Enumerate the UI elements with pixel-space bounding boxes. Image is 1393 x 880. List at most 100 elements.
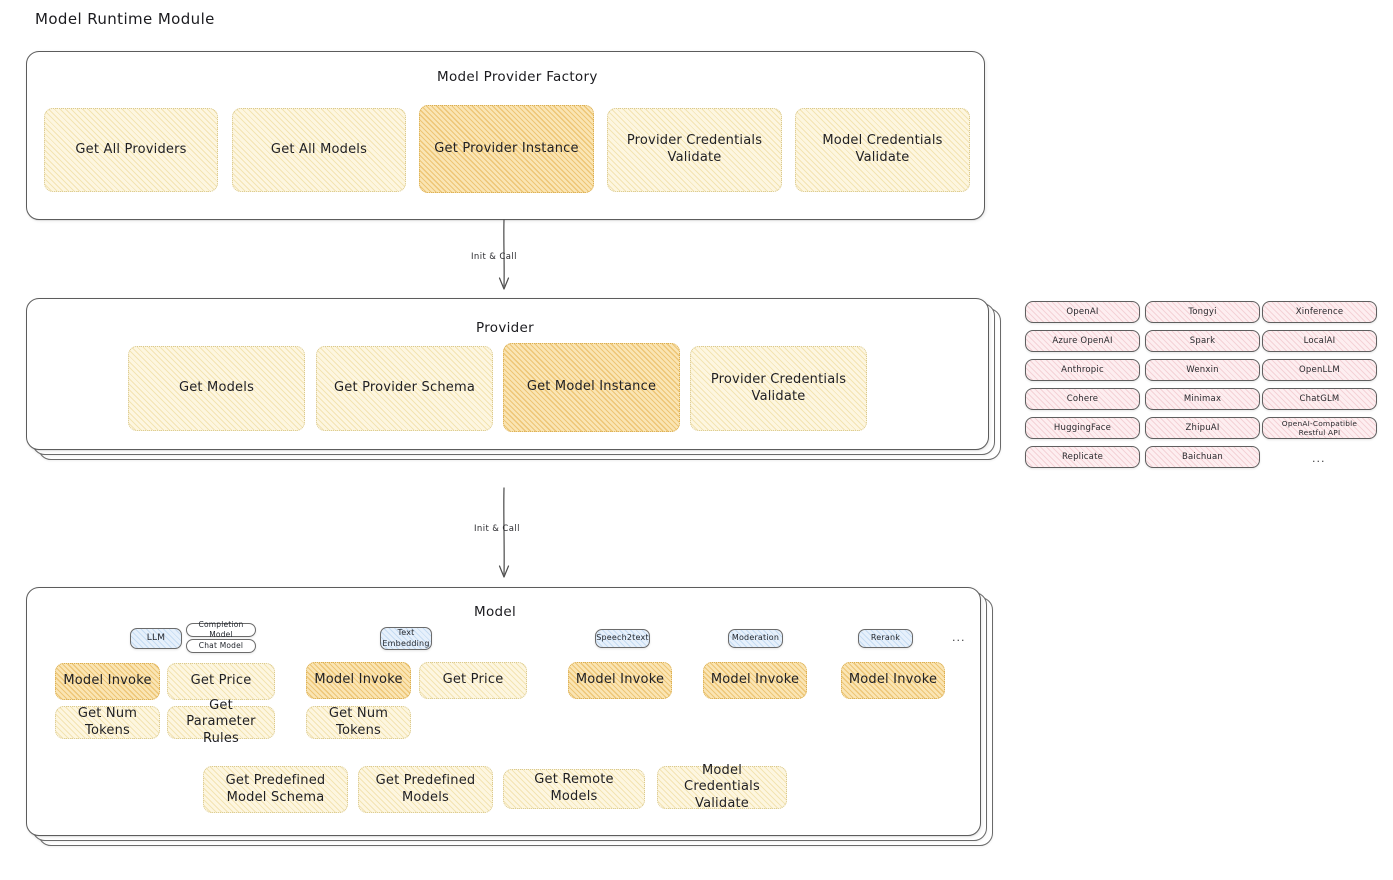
provider-node-get-models[interactable]: Get Models [128,346,305,431]
provider-title: Provider [476,320,534,336]
model-type-chip-rerank[interactable]: Rerank [858,629,913,648]
provider-chip-anthropic[interactable]: Anthropic [1025,359,1140,381]
chip-label: Text Embedding [382,628,430,648]
model-subchip-completion-model[interactable]: Completion Model [186,620,256,639]
chip-label: LLM [146,632,166,643]
factory-node-get-provider-instance[interactable]: Get Provider Instance [419,105,594,193]
model-type-chip-text-embedding[interactable]: Text Embedding [380,627,432,650]
model-op-llm-get-num-tokens[interactable]: Get Num Tokens [55,706,160,739]
factory-node-provider-credentials-validate[interactable]: Provider Credentials Validate [607,108,782,192]
chip-label: Completion Model [198,620,244,639]
provider-chip-wenxin[interactable]: Wenxin [1145,359,1260,381]
model-op-moderation-model-invoke[interactable]: Model Invoke [703,662,807,699]
node-label: Get Predefined Model Schema [225,772,326,805]
node-label: Get Num Tokens [328,705,389,738]
model-shared-op-get-predefined-model-schema[interactable]: Get Predefined Model Schema [203,766,348,813]
arrow-label-init-and-call-2: Init & Call [474,524,520,534]
chip-label: Rerank [870,633,901,643]
provider-chip-openai-compatible-restful-api[interactable]: OpenAI-Compatible Restful API [1262,417,1377,439]
model-op-llm-get-price[interactable]: Get Price [167,663,275,700]
arrow-provider-to-model [498,487,510,578]
node-label: Model Credentials Validate [684,762,760,811]
model-op-text-embedding-get-price[interactable]: Get Price [419,662,527,699]
chip-label: ZhipuAI [1185,422,1220,433]
chip-label: Wenxin [1186,364,1219,375]
chip-label: LocalAI [1303,335,1336,346]
node-label: Get All Models [270,141,368,157]
provider-chip-xinference[interactable]: Xinference [1262,301,1377,323]
factory-node-get-all-providers[interactable]: Get All Providers [44,108,218,192]
node-label: Model Invoke [848,672,938,688]
provider-chip-azure-openai[interactable]: Azure OpenAI [1025,330,1140,352]
provider-node-get-model-instance[interactable]: Get Model Instance [503,343,680,432]
model-shared-op-get-remote-models[interactable]: Get Remote Models [503,769,645,809]
chip-label: Anthropic [1061,364,1104,375]
model-op-llm-get-parameter-rules[interactable]: Get Parameter Rules [167,698,275,746]
node-label: Get Price [442,672,504,688]
node-label: Get Provider Schema [333,380,476,396]
model-type-chip-llm[interactable]: LLM [130,628,182,649]
model-type-chip-moderation[interactable]: Moderation [728,629,783,648]
chip-label: Baichuan [1181,451,1224,462]
factory-node-get-all-models[interactable]: Get All Models [232,108,406,192]
provider-chip-baichuan[interactable]: Baichuan [1145,446,1260,468]
factory-node-model-credentials-validate[interactable]: Model Credentials Validate [795,108,970,192]
node-label: Get Remote Models [534,772,614,804]
node-label: Model Invoke [575,672,665,688]
model-op-llm-model-invoke[interactable]: Model Invoke [55,663,160,700]
chip-label: OpenAI [1066,306,1099,317]
model-shared-op-model-credentials-validate[interactable]: Model Credentials Validate [657,763,787,811]
chip-label: ChatGLM [1299,393,1340,404]
node-label: Get Num Tokens [77,705,138,738]
provider-node-get-provider-schema[interactable]: Get Provider Schema [316,346,493,431]
node-label: Model Invoke [63,673,152,689]
node-label: Get Parameter Rules [186,697,256,746]
node-label: Model Credentials Validate [822,133,943,165]
model-subchip-chat-model[interactable]: Chat Model [186,639,256,653]
model-op-text-embedding-get-num-tokens[interactable]: Get Num Tokens [306,706,411,739]
chip-label: Speech2text [596,633,649,643]
chip-label: Cohere [1066,393,1099,404]
provider-chip-openllm[interactable]: OpenLLM [1262,359,1377,381]
provider-chip-minimax[interactable]: Minimax [1145,388,1260,410]
node-label: Get Models [178,380,255,396]
provider-node-provider-credentials-validate[interactable]: Provider Credentials Validate [690,346,867,431]
chip-label: Minimax [1183,393,1222,404]
provider-chip-chatglm[interactable]: ChatGLM [1262,388,1377,410]
node-label: Model Invoke [710,672,800,688]
chip-label: OpenAI-Compatible Restful API [1281,418,1358,437]
model-op-text-embedding-model-invoke[interactable]: Model Invoke [306,662,411,699]
node-label: Get Predefined Models [375,772,476,805]
chip-label: Xinference [1295,306,1344,317]
provider-chip-spark[interactable]: Spark [1145,330,1260,352]
chip-label: Chat Model [198,641,244,651]
chip-label: HuggingFace [1053,422,1112,433]
model-type-chip-speech2text[interactable]: Speech2text [595,629,650,648]
provider-chip-cohere[interactable]: Cohere [1025,388,1140,410]
provider-chip-openai[interactable]: OpenAI [1025,301,1140,323]
provider-chip-replicate[interactable]: Replicate [1025,446,1140,468]
node-label: Get Model Instance [526,379,657,395]
node-label: Provider Credentials Validate [626,133,763,165]
node-label: Get All Providers [75,141,187,157]
node-label: Provider Credentials Validate [710,371,847,404]
chip-label: Spark [1189,335,1216,346]
arrow-label-init-and-call-1: Init & Call [471,252,517,262]
chip-label: OpenLLM [1299,364,1340,375]
model-provider-factory-title: Model Provider Factory [437,69,598,85]
node-label: Get Provider Instance [434,140,579,156]
arrow-factory-to-provider [498,219,510,290]
page-title: Model Runtime Module [35,10,215,28]
provider-chip-huggingface[interactable]: HuggingFace [1025,417,1140,439]
model-title: Model [474,604,517,620]
model-op-rerank-model-invoke[interactable]: Model Invoke [841,662,945,699]
model-shared-op-get-predefined-models[interactable]: Get Predefined Models [358,766,493,813]
provider-chip-localai[interactable]: LocalAI [1262,330,1377,352]
provider-chip-tongyi[interactable]: Tongyi [1145,301,1260,323]
provider-list-more-ellipsis: ... [1312,452,1326,465]
chip-label: Moderation [731,633,780,643]
model-op-speech2text-model-invoke[interactable]: Model Invoke [568,662,672,699]
node-label: Get Price [190,673,252,689]
provider-chip-zhipuai[interactable]: ZhipuAI [1145,417,1260,439]
